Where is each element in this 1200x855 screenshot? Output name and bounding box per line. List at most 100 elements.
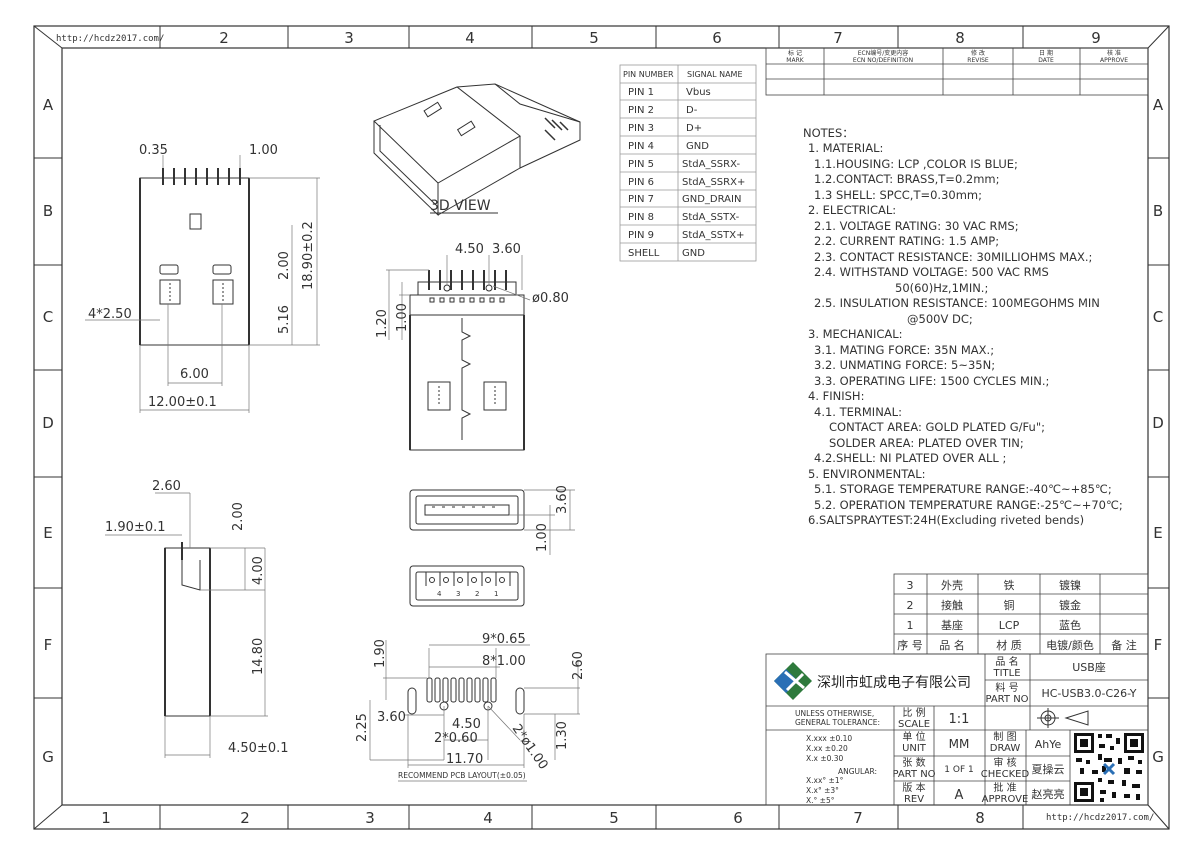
col-num-bottom: 1 [101,809,111,827]
note-line: 2.5. INSULATION RESISTANCE: 100MEGOHMS M… [814,296,1100,310]
note-line: 1.1.HOUSING: LCP ,COLOR IS BLUE; [814,157,1018,171]
bom-cell: 1 [907,619,914,632]
front-pin-number: 3 [456,590,460,598]
dim-label: 4.50±0.1 [228,741,289,756]
bom-cell: 蓝色 [1059,618,1081,632]
pin-signal: GND [686,141,709,152]
note-line: 3.3. OPERATING LIFE: 1500 CYCLES MIN.; [814,374,1049,388]
dim-label: ø0.80 [532,291,569,306]
dim-label: 2.00 [231,502,246,531]
view-front-a-dim-labels: 3.60 1.00 [535,485,570,552]
front-pin-number: 1 [494,590,498,598]
checked-label-en: CHECKED [981,769,1030,780]
company-logo [774,662,812,700]
tolerance-line: X.xxx ±0.10 [806,734,852,743]
note-line: 1.2.CONTACT: BRASS,T=0.2mm; [814,172,1000,186]
angular-line: X.xx° ±1° [806,776,844,785]
bom-cell: 基座 [941,618,963,632]
col-num-top: 5 [589,29,599,47]
dim-label: 18.90±0.2 [301,221,316,290]
row-letter: D [1152,414,1164,432]
note-line: CONTACT AREA: GOLD PLATED G/Fu"; [829,420,1045,434]
note-line: 1.3 SHELL: SPCC,T=0.30mm; [814,188,982,202]
dim-label: 2.00 [277,251,292,280]
rev-header-ecn-en: ECN NO/DEFINITION [853,57,913,64]
col-num-top: 4 [465,29,475,47]
unit-value: MM [949,737,970,751]
draw-value: AhYe [1035,738,1062,751]
unit-label-en: UNIT [902,743,927,754]
dim-label: 1.90±0.1 [105,520,166,535]
projection-symbol-icon [1037,708,1089,728]
column-numbers-bottom: 1 2 3 4 5 6 7 8 [101,809,985,827]
note-line: 3.1. MATING FORCE: 35N MAX.; [814,343,994,357]
pin-number: PIN 8 [628,212,654,223]
pin-table-header: SIGNAL NAME [687,70,743,79]
url-top: http://hcdz2017.com/ [56,34,164,44]
qr-code-icon [1073,732,1145,803]
title-value: USB座 [1072,660,1106,674]
note-line: 2.1. VOLTAGE RATING: 30 VAC RMS; [814,219,1019,233]
note-line: 1. MATERIAL: [808,141,883,155]
note-line: 5. ENVIRONMENTAL: [808,467,925,481]
dim-label: 6.00 [180,367,209,382]
dim-label: 9*0.65 [482,632,526,647]
col-num-bottom: 3 [365,809,375,827]
rev-header-approve-cn: 核 准 [1107,49,1121,57]
title-label-cn: 品 名 [995,655,1018,668]
col-num-top: 6 [712,29,722,47]
view-side-dim-labels: 2.60 1.90±0.1 2.00 4.00 14.80 4.50±0.1 [105,479,289,756]
bom-header: 品 名 [939,638,965,652]
company-name: 深圳市虹成电子有限公司 [817,674,971,691]
row-letter: A [1153,96,1164,114]
row-letter: G [1152,748,1164,766]
bom-cell: 镀金 [1059,598,1081,612]
dim-label: 1.30 [555,721,570,750]
pin-signal: StdA_SSTX+ [682,230,745,241]
dim-label: 5.16 [277,305,292,334]
approve-label-cn: 批 准 [993,781,1016,794]
col-num-top: 8 [955,29,965,47]
col-num-bottom: 8 [975,809,985,827]
scale-label-cn: 比 例 [902,706,925,719]
title-label-en: TITLE [992,668,1020,679]
pin-signal: GND [682,248,705,259]
front-pin-numbers: 4 3 2 1 [437,590,498,598]
partnum-value: 1 OF 1 [944,765,973,775]
partno-value: HC-USB3.0-C26-Y [1041,687,1136,700]
dim-label: 8*1.00 [482,654,526,669]
bom-header: 序 号 [897,638,923,652]
dim-label: 2*0.60 [434,731,478,746]
angular-line: X.° ±5° [806,796,835,805]
view-top-left [139,168,250,346]
row-letters-right: A B C D E F G [1152,96,1164,766]
bom-table: 3 外壳 铁 镀镍 2 接触 铜 镀金 1 基座 LCP 蓝色 序 号 品 名 … [893,573,1149,655]
row-letter: G [42,748,54,766]
col-num-bottom: 5 [609,809,619,827]
row-letter: E [1153,524,1162,542]
column-numbers-top: 2 3 4 5 6 7 8 9 [219,29,1101,47]
title-block: 深圳市虹成电子有限公司 品 名 TITLE USB座 料 号 PART NO H… [765,653,1149,806]
notes-block: NOTES： 1. MATERIAL: 1.1.HOUSING: LCP ,CO… [803,126,1123,527]
view-top-left-dims [85,155,320,413]
bom-cell: 铁 [1004,579,1015,592]
bom-cell: 接触 [941,598,963,612]
pin-number: PIN 2 [628,105,654,116]
bom-cell: 2 [907,599,914,612]
partno-label-en: PART NO [985,694,1028,705]
view-side [164,542,211,717]
checked-label-cn: 审 核 [993,756,1016,769]
pin-signal: StdA_SSTX- [682,212,740,223]
dim-label: 1.00 [535,523,550,552]
row-letter: F [1154,636,1163,654]
dim-label: 11.70 [446,752,483,767]
col-num-bottom: 4 [483,809,493,827]
rev-header-date-cn: 日 期 [1039,49,1053,57]
pin-number: PIN 4 [628,141,654,152]
tolerance-line: X.xx ±0.20 [806,744,848,753]
pin-number: PIN 7 [628,194,654,205]
col-num-top: 2 [219,29,229,47]
note-line: 4. FINISH: [808,389,864,403]
revision-block: 标 记 MARK ECN编号/变更内容 ECN NO/DEFINITION 修 … [765,47,1149,96]
